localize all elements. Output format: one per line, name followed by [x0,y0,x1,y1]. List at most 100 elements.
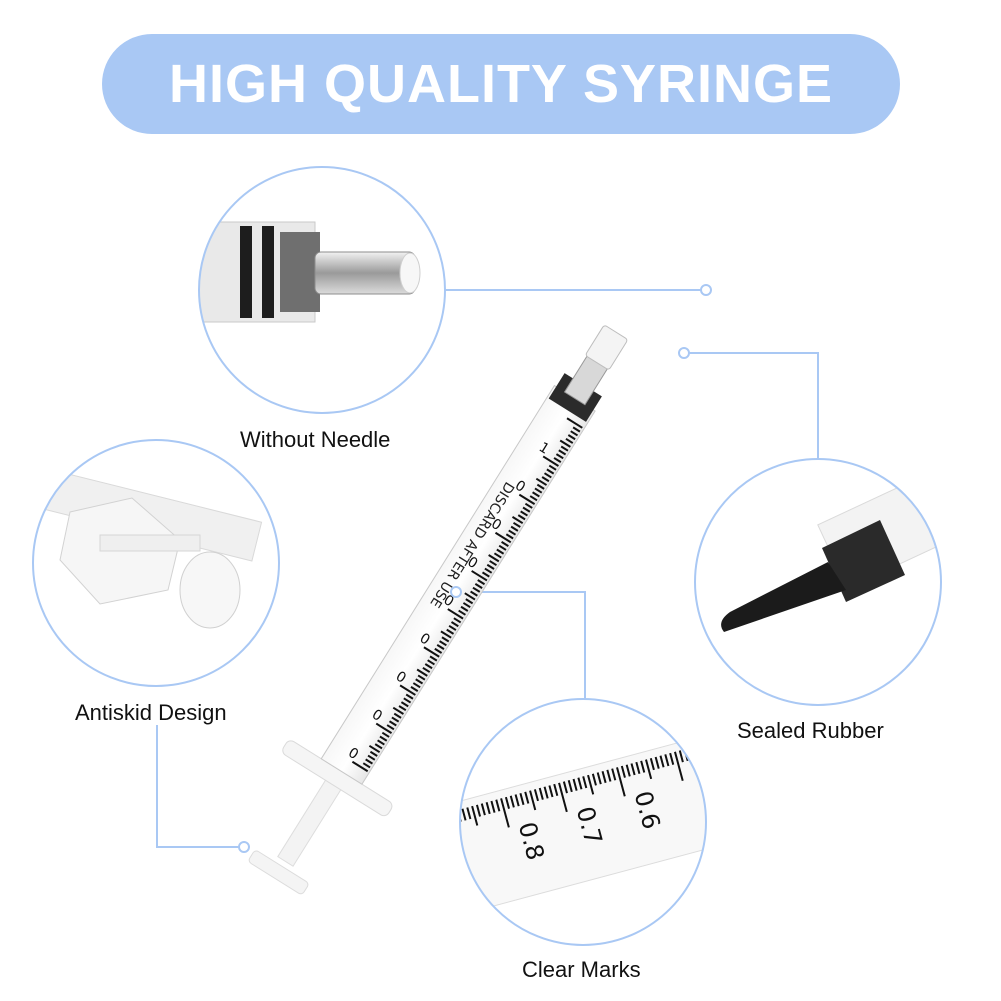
barrel-tick [498,544,507,551]
scale-tick [514,794,520,807]
barrel-tick [548,464,557,471]
barrel-tick [403,697,412,704]
barrel-tick [488,554,500,563]
barrel-tick [462,602,471,609]
scale-tick [562,781,568,794]
label-without-needle: Without Needle [240,427,391,452]
barrel-tick [465,598,474,605]
scale-tick [553,783,559,797]
barrel-tick [375,722,393,734]
barrel-tick [522,506,531,513]
barrel-tick [470,590,478,597]
scale-tick [567,780,573,793]
scale-tick [448,813,451,825]
barrel-tick [493,552,502,559]
barrel-tick [481,571,490,578]
scale-tick [596,772,602,785]
barrel-tick [377,739,385,746]
barrel-tick [565,437,574,444]
barrel-tick [369,750,378,757]
scale-tick [443,814,451,843]
label-sealed-rubber: Sealed Rubber [737,718,884,743]
barrel-tick [391,716,400,723]
barrel-tick [458,609,466,616]
barrel-tick [450,621,459,628]
barrel-tick [570,430,579,437]
barrel-tick [494,531,512,544]
barrel-tick [460,605,469,612]
scale-tick [664,754,670,767]
label-clear-marks: Clear Marks [522,957,641,982]
scale-tick [509,795,515,808]
barrel-tick [446,628,455,635]
barrel-tick [471,570,488,582]
barrel-tick [412,682,421,689]
barrel-tick [464,592,476,601]
barrel-tick [555,453,564,460]
scale-tick [698,745,704,758]
scale-tick [693,746,699,759]
barrel-tick [474,583,483,589]
scale-tick [548,785,554,798]
scale-tick [718,740,721,752]
barrel-tick [368,744,381,754]
barrel-tick [535,477,548,486]
barrel-tick [429,655,438,662]
scale-tick [591,773,597,786]
scale-tick [620,765,626,778]
scale-tick [558,782,568,813]
scale-tick [659,755,665,768]
barrel-tick [453,617,462,624]
rubber-stopper-zoom [695,459,941,705]
barrel-tick [567,434,576,441]
barrel-tick [529,495,538,502]
scale-tick [533,789,539,802]
scale-tick [543,786,549,799]
barrel-tick [512,521,521,528]
scale-tick [572,778,578,791]
barrel-tick [543,472,552,479]
barrel-tick [439,640,447,647]
barrel-tick [374,743,383,750]
barrel-tick [392,706,404,715]
barrel-tick [536,483,545,490]
barrel-tick [520,510,528,517]
scale-tick [688,747,694,760]
scale-tick [709,743,712,755]
scale-tick [649,758,655,771]
scale-tick [577,777,583,790]
barrel-tick [440,630,452,639]
barrel-tick [362,762,371,769]
barrel-tick [367,754,376,761]
scale-tick [582,776,588,789]
title-banner: HIGH QUALITY SYRINGE [102,34,900,134]
barrel-tick [399,684,416,696]
barrel-tick [386,724,395,731]
scale-tick [485,802,491,815]
scale-tick [504,796,511,809]
scale-tick [466,807,472,820]
barrel-tick [472,586,481,593]
barrel-tick [560,445,569,452]
scale-tick [611,768,617,781]
barrel-tick [501,541,509,547]
barrel-tick [436,644,445,650]
barrel-tick [510,525,519,532]
scale-tick [640,760,646,773]
barrel-tick [447,608,464,620]
barrel-tick [398,705,407,712]
barrel-tick [489,560,497,567]
barrel-tick [541,476,550,483]
scale-tick [625,764,631,777]
scale-tick [674,751,684,782]
barrel-tick [496,548,505,555]
scale-tick [669,752,675,765]
scale-tick [728,738,731,750]
barrel-tick [351,760,369,773]
barrel-tick [566,417,583,429]
barrel-tick [417,674,426,681]
barrel-tick [365,758,373,765]
zoom-circle-3 [694,458,942,706]
